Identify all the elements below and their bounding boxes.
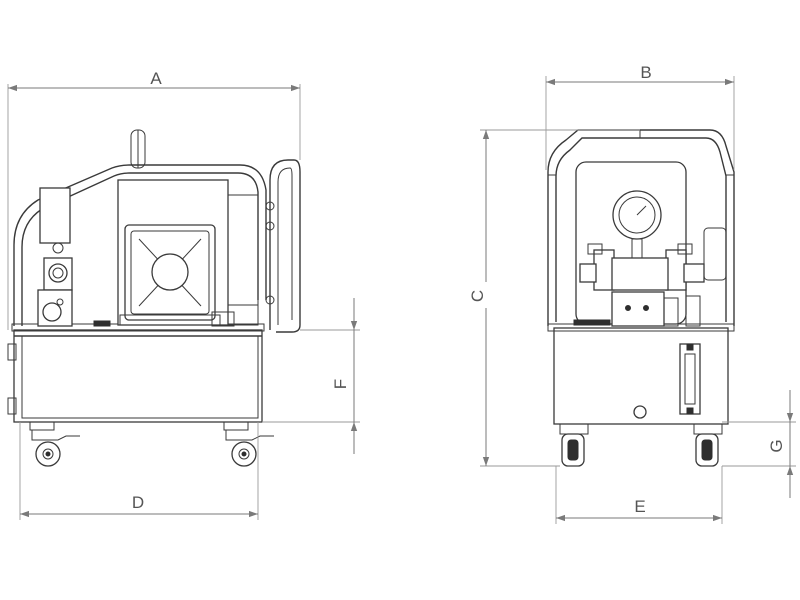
side-view xyxy=(7,129,301,467)
side-view-frame xyxy=(13,164,267,326)
dimensions: A B C D E F G xyxy=(7,63,796,524)
rear-handle xyxy=(269,159,301,333)
dimension-d-label: D xyxy=(132,493,144,512)
dimension-f-label: F xyxy=(331,379,350,389)
front-view-left-wheel xyxy=(559,423,589,467)
rear-caster xyxy=(223,421,274,467)
dimension-b-label: B xyxy=(640,63,651,82)
dimension-c-label: C xyxy=(468,290,487,302)
dimension-a-label: A xyxy=(150,69,162,88)
front-view-right-wheel xyxy=(693,423,723,467)
front-caster xyxy=(29,421,80,467)
side-view-tank xyxy=(13,329,263,423)
control-box xyxy=(39,187,71,244)
front-view-frame xyxy=(547,129,735,326)
manifold-block xyxy=(611,291,665,327)
drain-plug xyxy=(633,405,647,419)
dimension-g-label: G xyxy=(767,439,786,452)
front-view xyxy=(547,129,735,467)
pressure-knob xyxy=(42,302,62,322)
dimension-e-label: E xyxy=(634,497,645,516)
